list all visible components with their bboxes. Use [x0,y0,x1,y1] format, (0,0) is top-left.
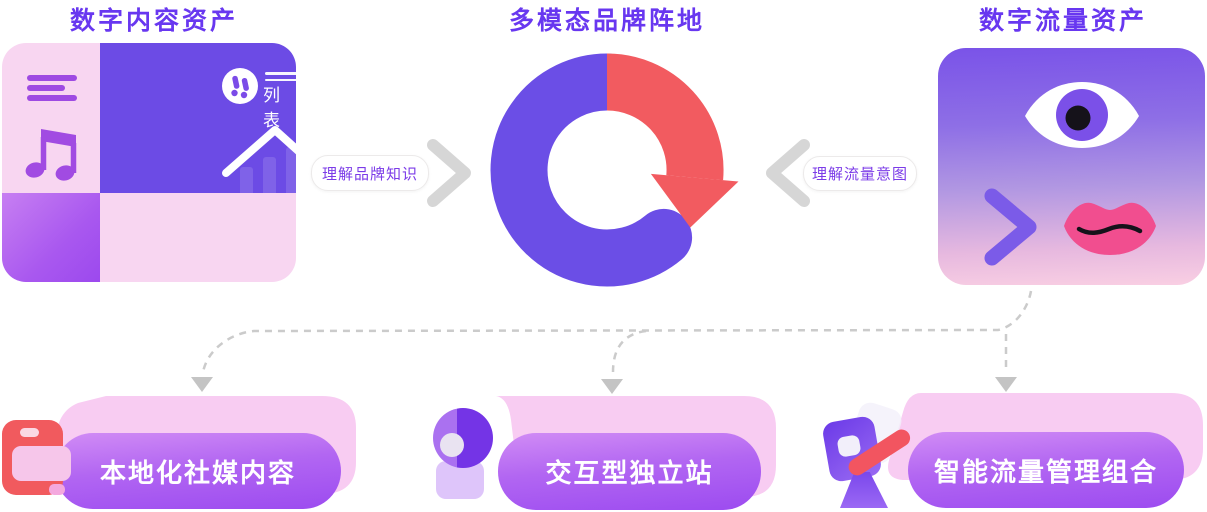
list-underline-2 [265,78,296,81]
music-badge-icon [222,68,258,104]
arrowhead-down-mid [601,379,623,394]
output-pill-site: 交互型独立站 [498,433,761,510]
list-underline-1 [265,72,296,75]
social-content-icon-slot [20,428,39,437]
arrowhead-down-left [191,377,213,392]
chevron-right-purple-icon [984,188,1037,266]
chevron-left-gray-icon [766,139,810,207]
eye-icon [1025,82,1139,148]
lips-icon [1064,202,1156,255]
digital-traffic-card [938,48,1205,285]
connector-label-left: 理解品牌知识 [311,155,429,191]
cycle-arrowhead [650,173,739,228]
trend-arrow-icon [222,126,296,177]
digital-content-card: 列表 [2,43,296,282]
music-note-icon [25,129,77,181]
content-quadrant-list [2,43,100,193]
connector-label-right: 理解流量意图 [803,156,917,191]
list-badge-label: 列表 [263,86,281,130]
chevron-right-gray-icon [427,139,471,207]
interactive-site-icon-lens [440,433,464,457]
content-quadrant-audio [100,193,296,282]
output-label-site: 交互型独立站 [545,458,714,488]
social-content-icon-panel [12,446,71,481]
eye-pupil [1065,105,1091,131]
content-quadrant-trend: 列表 [100,43,296,193]
connector-label-right-text: 理解流量意图 [811,166,908,183]
output-label-social: 本地化社媒内容 [99,457,296,488]
cycle-arrow-icon [490,53,739,287]
left-section-title: 数字内容资产 [69,7,238,35]
output-pill-traffic: 智能流量管理组合 [908,432,1184,508]
center-section-title: 多模态品牌阵地 [508,7,705,35]
output-label-traffic: 智能流量管理组合 [933,456,1158,487]
output-pill-social: 本地化社媒内容 [55,433,341,509]
social-content-icon-nub [49,484,65,495]
right-section-title: 数字流量资产 [978,7,1147,35]
content-quadrant-video [2,193,100,282]
arrowhead-down-right [995,377,1017,392]
connector-label-left-text: 理解品牌知识 [321,165,418,183]
